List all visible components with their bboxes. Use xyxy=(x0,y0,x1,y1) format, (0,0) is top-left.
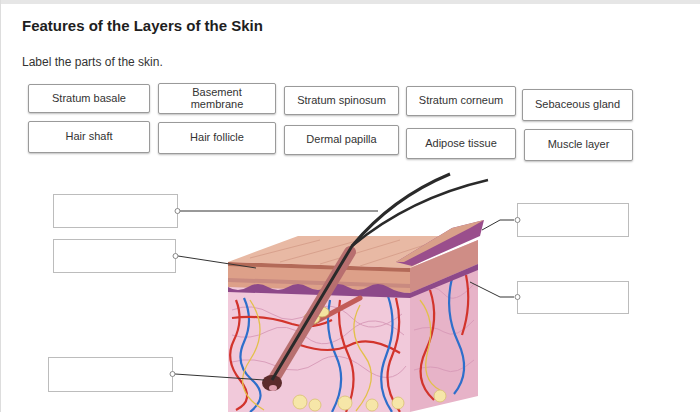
blood-vessels xyxy=(388,298,401,412)
adipose-cells xyxy=(392,397,404,409)
word-box: Stratum spinosum xyxy=(284,86,399,115)
answer-box xyxy=(49,358,173,392)
top-edge xyxy=(0,0,700,4)
leader-lines xyxy=(482,220,514,230)
term-label: Stratum spinosum xyxy=(297,95,386,107)
instruction: Label the parts of the skin. xyxy=(22,55,163,69)
flap-surface xyxy=(396,220,484,262)
leader-lines xyxy=(175,211,514,380)
epidermis-flap xyxy=(396,220,484,266)
hair-shaft xyxy=(272,174,450,380)
dermis-side xyxy=(410,240,478,412)
word-box: Muscle layer xyxy=(524,129,633,161)
basal-side xyxy=(410,264,478,298)
word-box: Hair follicle xyxy=(158,122,276,154)
leader-lines xyxy=(175,374,264,380)
term-label: Adipose tissue xyxy=(425,138,497,150)
term-label: Stratum corneum xyxy=(419,95,503,107)
dermal-papilla xyxy=(269,385,277,391)
leader-dots xyxy=(170,209,520,377)
leader-dots xyxy=(515,295,520,300)
adipose-cells xyxy=(434,390,446,402)
nerves xyxy=(354,305,371,411)
word-box: Basement membrane xyxy=(158,83,276,114)
word-box: Stratum basale xyxy=(28,84,150,113)
leader-lines xyxy=(178,256,256,268)
word-box: Hair shaft xyxy=(28,121,150,153)
adipose-cells xyxy=(293,395,307,409)
adipose-cells xyxy=(366,399,378,411)
term-label: Basement membrane xyxy=(165,87,269,110)
nerves xyxy=(243,300,440,411)
leader-dots xyxy=(173,254,178,259)
leader-dots xyxy=(515,218,520,223)
word-box: Sebaceous gland xyxy=(522,89,633,121)
dermis xyxy=(228,262,410,412)
nerves xyxy=(420,300,440,390)
answer-box xyxy=(54,195,178,228)
dermal-fibers xyxy=(232,284,474,378)
leader-lines xyxy=(470,282,514,297)
surface-lines xyxy=(250,240,320,258)
term-label: Stratum basale xyxy=(52,93,126,105)
term-label: Hair follicle xyxy=(190,132,244,144)
word-box: Dermal papilla xyxy=(284,125,399,155)
leader-dots xyxy=(175,209,180,214)
surface-lines xyxy=(320,240,400,264)
card-edge xyxy=(0,0,1,412)
blood-vessels xyxy=(462,275,468,335)
answer-box xyxy=(54,240,176,273)
dermal-fibers xyxy=(232,356,406,377)
adipose-cells xyxy=(309,399,321,411)
title: Features of the Layers of the Skin xyxy=(22,17,263,34)
blood-vessels xyxy=(449,278,464,394)
word-box: Stratum corneum xyxy=(406,86,516,116)
term-label: Dermal papilla xyxy=(306,134,376,146)
term-label: Hair shaft xyxy=(65,131,112,143)
leader-lines xyxy=(180,211,378,212)
term-label: Muscle layer xyxy=(548,139,610,151)
blood-vessels xyxy=(300,341,400,353)
blood-vessels xyxy=(339,300,354,412)
leader-dots xyxy=(170,372,175,377)
answer-box xyxy=(518,204,629,237)
hair-shaft xyxy=(352,180,488,246)
nerves xyxy=(243,300,264,410)
adipose-cells xyxy=(338,396,352,410)
answer-box xyxy=(518,282,629,314)
term-label: Sebaceous gland xyxy=(535,99,620,111)
adipose-cells xyxy=(293,390,446,411)
word-box: Adipose tissue xyxy=(406,128,516,159)
